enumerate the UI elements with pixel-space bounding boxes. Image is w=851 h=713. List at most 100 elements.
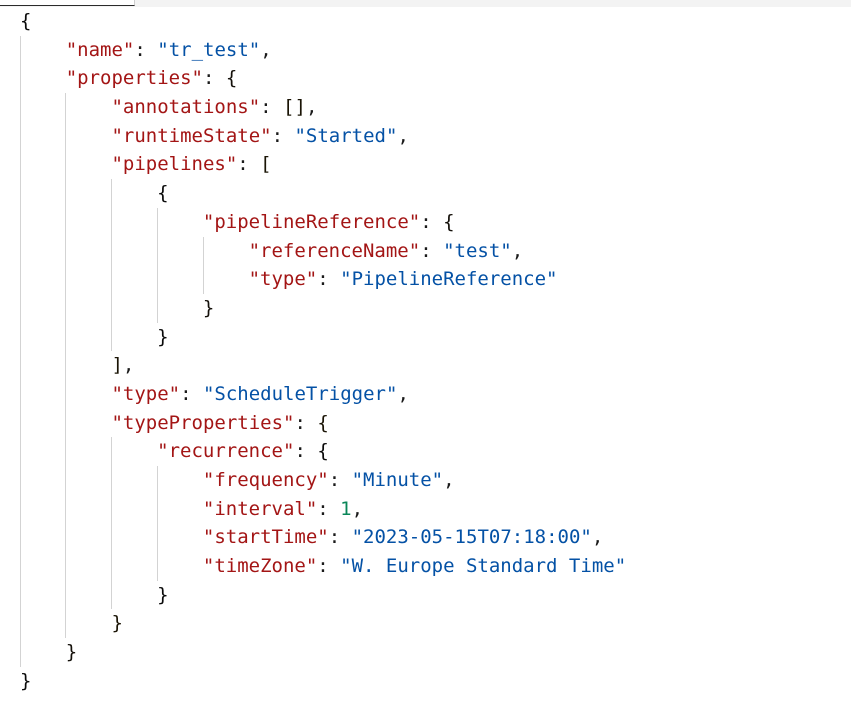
- code-line[interactable]: "frequency": "Minute",: [0, 466, 851, 495]
- code-line[interactable]: ],: [0, 351, 851, 380]
- code-token: :: [237, 153, 261, 176]
- code-token: "2023-05-15T07:18:00": [351, 526, 592, 549]
- code-token: {: [317, 440, 329, 463]
- code-line[interactable]: }: [0, 638, 851, 667]
- code-line[interactable]: "pipelineReference": {: [0, 207, 851, 237]
- indent-guide: [65, 93, 66, 122]
- code-token: :: [294, 411, 318, 434]
- indent-guide: [20, 379, 21, 409]
- code-token: "type": [111, 382, 181, 405]
- code-token: "name": [65, 38, 135, 61]
- indent-guide: [20, 351, 21, 380]
- code-line[interactable]: "name": "tr_test",: [0, 35, 851, 65]
- code-token: "tr_test": [157, 38, 261, 61]
- indent-guide: [157, 265, 158, 294]
- code-line-text: {: [0, 7, 31, 36]
- indent-guide: [20, 638, 21, 667]
- indent-guide: [111, 437, 112, 466]
- indent-guide: [65, 437, 66, 466]
- indent-guide: [20, 236, 21, 266]
- indent-guide: [65, 293, 66, 323]
- code-line-text: ],: [0, 351, 134, 380]
- code-token: :: [328, 526, 352, 549]
- indent-guide: [20, 466, 21, 495]
- code-token: "frequency": [202, 469, 329, 491]
- code-token: :: [420, 210, 444, 233]
- indent-guide: [111, 523, 112, 553]
- code-token: "type": [248, 268, 318, 291]
- indent-guide: [65, 121, 66, 151]
- indent-guide: [65, 351, 66, 380]
- code-line[interactable]: "startTime": "2023-05-15T07:18:00",: [0, 523, 851, 553]
- code-line[interactable]: "annotations": [],: [0, 93, 851, 122]
- code-line[interactable]: }: [0, 322, 851, 352]
- code-line[interactable]: {: [0, 7, 851, 36]
- code-token: ,: [260, 38, 272, 61]
- json-code-content[interactable]: {"name": "tr_test","properties": {"annot…: [0, 7, 851, 696]
- code-token: 1: [340, 497, 352, 520]
- indent-guide: [203, 265, 204, 294]
- code-line[interactable]: "type": "PipelineReference": [0, 265, 851, 294]
- code-token: }: [157, 325, 169, 348]
- editor-tab-active[interactable]: [0, 0, 135, 6]
- indent-guide: [157, 466, 158, 495]
- code-token: "properties": [65, 67, 203, 90]
- code-token: {: [157, 182, 169, 205]
- indent-guide: [111, 293, 112, 323]
- code-line-text: "name": "tr_test",: [0, 36, 272, 65]
- code-line-text: "frequency": "Minute",: [0, 466, 455, 495]
- indent-guide: [65, 207, 66, 237]
- code-line-text: "type": "ScheduleTrigger",: [0, 380, 409, 409]
- code-line[interactable]: "runtimeState": "Started",: [0, 121, 851, 151]
- indent-guide: [65, 179, 66, 208]
- code-token: ,: [351, 497, 364, 520]
- code-line[interactable]: "referenceName": "test",: [0, 236, 851, 266]
- indent-guide: [65, 150, 66, 180]
- code-line[interactable]: "timeZone": "W. Europe Standard Time": [0, 552, 851, 581]
- code-line[interactable]: }: [0, 667, 851, 696]
- indent-guide: [20, 609, 21, 639]
- code-token: "Minute": [351, 469, 444, 491]
- code-line[interactable]: }: [0, 580, 851, 610]
- code-line-text: "timeZone": "W. Europe Standard Time": [0, 552, 626, 581]
- code-line[interactable]: "pipelines": [: [0, 150, 851, 180]
- code-line[interactable]: "recurrence": {: [0, 437, 851, 466]
- code-line[interactable]: }: [0, 609, 851, 639]
- code-token: :: [271, 124, 295, 147]
- code-token: :: [180, 382, 203, 405]
- code-line-text: }: [0, 581, 168, 610]
- indent-guide: [157, 523, 158, 553]
- code-token: "recurrence": [157, 440, 295, 463]
- code-line-text: "interval": 1,: [0, 495, 363, 524]
- indent-guide: [20, 179, 21, 208]
- code-token: :: [328, 469, 352, 491]
- indent-guide: [20, 150, 21, 180]
- code-line[interactable]: "properties": {: [0, 64, 851, 94]
- code-line-text: }: [0, 667, 31, 696]
- indent-guide: [20, 437, 21, 466]
- code-token: ,: [397, 382, 409, 405]
- code-line[interactable]: "interval": 1,: [0, 494, 851, 524]
- code-line-text: "pipelineReference": {: [0, 208, 455, 237]
- code-line[interactable]: {: [0, 179, 851, 208]
- indent-guide: [65, 236, 66, 266]
- code-line[interactable]: }: [0, 293, 851, 323]
- code-token: "pipelineReference": [202, 210, 421, 233]
- indent-guide: [20, 580, 21, 610]
- code-token: "typeProperties": [111, 411, 295, 434]
- code-token: "Started": [294, 124, 398, 147]
- indent-guide: [65, 265, 66, 294]
- code-line[interactable]: "typeProperties": {: [0, 408, 851, 438]
- indent-guide: [111, 179, 112, 208]
- code-line[interactable]: "type": "ScheduleTrigger",: [0, 379, 851, 409]
- code-line-text: "properties": {: [0, 64, 238, 93]
- code-token: :: [317, 497, 341, 520]
- json-editor-viewport[interactable]: {"name": "tr_test","properties": {"annot…: [0, 7, 851, 713]
- indent-guide: [20, 121, 21, 151]
- indent-guide: [20, 265, 21, 294]
- indent-guide: [65, 609, 66, 639]
- code-line-text: "referenceName": "test",: [0, 237, 524, 266]
- indent-guide: [157, 236, 158, 266]
- code-token: :: [294, 440, 318, 463]
- indent-guide: [111, 552, 112, 581]
